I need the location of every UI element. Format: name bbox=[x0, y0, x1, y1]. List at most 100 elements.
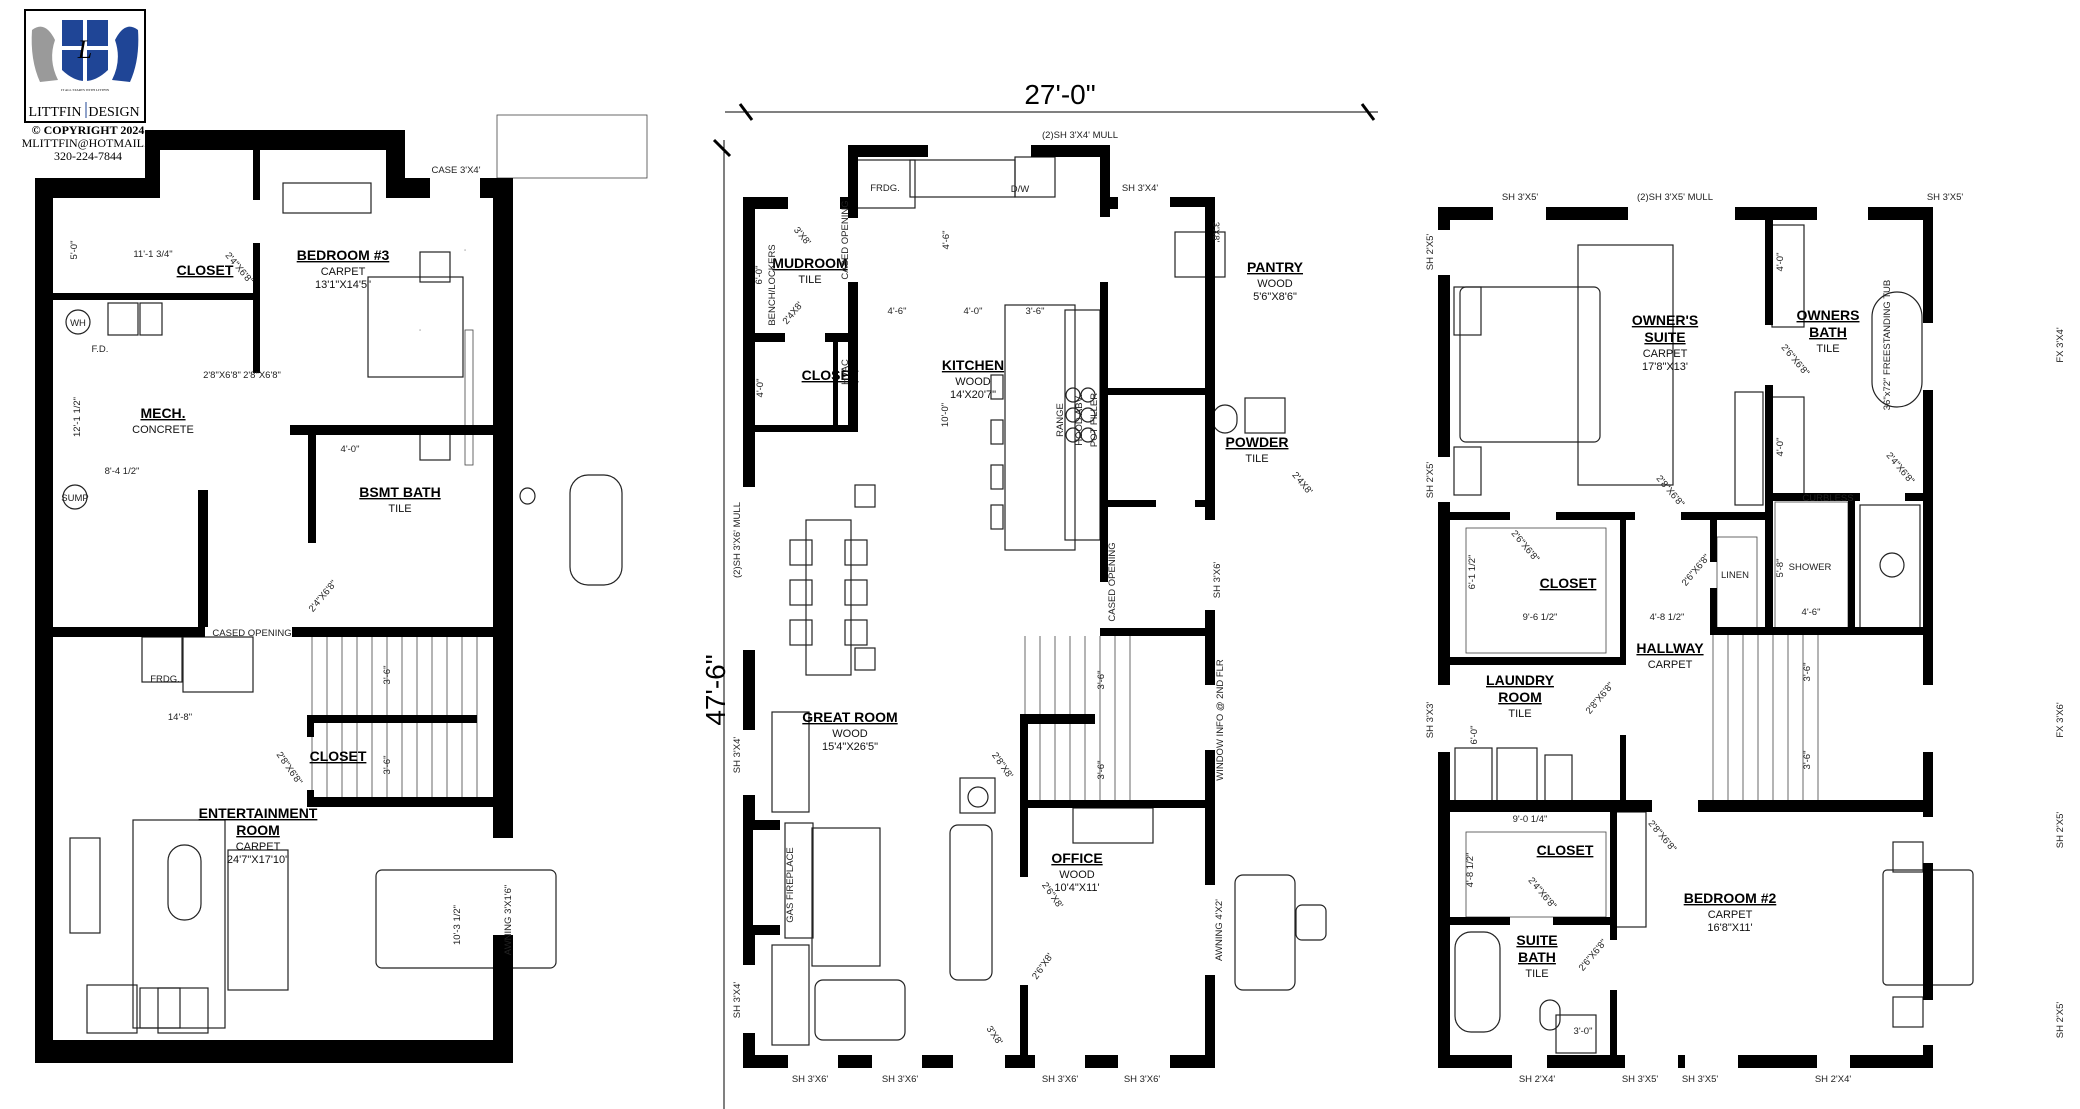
email-text: MLITTFIN@HOTMAIL.COM bbox=[22, 136, 175, 150]
wall bbox=[1438, 1055, 1512, 1068]
wall bbox=[743, 333, 785, 342]
wall bbox=[1923, 752, 1933, 817]
room-name: BEDROOM #3 bbox=[297, 247, 390, 263]
annotation-label: 3'X8' bbox=[1210, 222, 1221, 243]
bar-stool bbox=[990, 464, 1004, 490]
basement-window-well bbox=[496, 114, 648, 179]
room-flooring: CARPET bbox=[1708, 909, 1753, 921]
wall bbox=[1547, 1055, 1625, 1068]
wall bbox=[290, 425, 513, 435]
room-flooring: WOOD bbox=[1059, 869, 1094, 881]
annotation-label: 3'-6" bbox=[382, 666, 393, 685]
room-name: PANTRY bbox=[1247, 259, 1304, 275]
dryer bbox=[1454, 747, 1493, 804]
wall bbox=[1773, 493, 1860, 501]
wall bbox=[307, 715, 314, 737]
wall bbox=[1710, 627, 1933, 635]
nightstand-icon bbox=[1892, 841, 1924, 873]
wall bbox=[1710, 588, 1717, 633]
annotation-label: 2'6"X6'8" bbox=[1680, 552, 1713, 588]
room-flooring: CARPET bbox=[321, 266, 366, 278]
annotation-label: 2'8"X6'8" bbox=[203, 370, 241, 381]
annotation-label: SH 3'X6' bbox=[1042, 1074, 1079, 1085]
blue-lion-icon bbox=[112, 26, 139, 83]
annotation-label: CASED OPENING bbox=[212, 628, 291, 639]
burner-icon bbox=[1080, 387, 1096, 403]
bar-stool bbox=[990, 374, 1004, 400]
annotation-label: (2)SH 3'X4' MULL bbox=[1042, 130, 1118, 141]
annotation-label: 3'-0" bbox=[1574, 1026, 1593, 1037]
annotation-label: 14'-8" bbox=[168, 712, 192, 723]
armchair bbox=[86, 984, 138, 1034]
tv-console bbox=[69, 837, 101, 934]
kitchen-island bbox=[1004, 304, 1076, 551]
wall bbox=[35, 1040, 513, 1063]
annotation-label: 2'4"X6'8" bbox=[307, 578, 340, 614]
annotation-label: D/W bbox=[1011, 184, 1030, 195]
coffee-table bbox=[167, 844, 202, 921]
bench bbox=[1734, 391, 1764, 506]
room-flooring: TILE bbox=[1508, 708, 1531, 720]
room-flooring: CARPET bbox=[236, 841, 281, 853]
owners-rug bbox=[1577, 244, 1674, 486]
pantry-sink bbox=[1174, 231, 1226, 278]
room-size: 13'1"X14'5" bbox=[315, 279, 371, 291]
wall bbox=[1678, 1055, 1685, 1068]
logo-monogram: L bbox=[77, 35, 92, 64]
wall bbox=[1710, 520, 1717, 562]
annotation-label: CURBLESS bbox=[1802, 493, 1853, 504]
annotation-label: 6'-0" bbox=[754, 266, 765, 285]
annotation-label: 3'-6" bbox=[382, 756, 393, 775]
annotation-label: 9'-0 1/4" bbox=[1513, 814, 1548, 825]
built-in-shelf bbox=[771, 711, 810, 813]
wall bbox=[1438, 502, 1450, 685]
annotation-label: SH 2'X4' bbox=[1519, 1074, 1556, 1085]
burner-icon bbox=[1065, 387, 1081, 403]
logo-brand-left: LITTFIN bbox=[29, 105, 82, 120]
suite-tub bbox=[1454, 931, 1501, 1033]
wall bbox=[1438, 512, 1510, 520]
room-name: OFFICE bbox=[1051, 850, 1102, 866]
wall bbox=[1100, 197, 1118, 209]
closet-shelf-2 bbox=[1465, 831, 1607, 918]
annotation-label: SH 3'X5' bbox=[1682, 1074, 1719, 1085]
wall bbox=[1195, 500, 1213, 507]
annotation-label: GAS FIREPLACE bbox=[785, 847, 796, 923]
freestanding-tub bbox=[1871, 291, 1923, 408]
annotation-label: 5'-8" bbox=[1775, 559, 1786, 578]
wall bbox=[1170, 197, 1213, 207]
annotation-label: 4'-8 1/2" bbox=[1465, 853, 1476, 888]
nightstand-icon bbox=[1892, 996, 1924, 1028]
room-name: CLOSET bbox=[802, 367, 859, 383]
wall bbox=[1681, 512, 1773, 520]
wall bbox=[1868, 207, 1933, 220]
bar-stool bbox=[990, 419, 1004, 445]
room-name: KITCHEN bbox=[942, 357, 1004, 373]
wall bbox=[1031, 145, 1110, 157]
wall bbox=[743, 197, 788, 209]
wall bbox=[743, 935, 755, 965]
annotation-label: 3'-6" bbox=[1096, 671, 1107, 690]
annotation-label: 11'-1 3/4" bbox=[133, 249, 172, 260]
room-size: 15'4"X26'5" bbox=[822, 741, 878, 753]
upper-stairs bbox=[1712, 635, 1819, 800]
annotation-label: 2'6"X8' bbox=[1030, 951, 1056, 981]
annotation-label: SH 2'X5' bbox=[2055, 1002, 2066, 1039]
wall bbox=[743, 820, 780, 830]
wall bbox=[1620, 520, 1626, 665]
kitchen-sink bbox=[909, 159, 1016, 198]
wc bbox=[1859, 504, 1921, 634]
tub bbox=[569, 474, 623, 586]
wall bbox=[292, 627, 513, 637]
annotation-label: SH 2'X4' bbox=[1815, 1074, 1852, 1085]
annotation-label: SH 3'X5' bbox=[1502, 192, 1539, 203]
annotation-label: SH 3'X6' bbox=[792, 1074, 829, 1085]
side-table bbox=[139, 987, 181, 1029]
wall bbox=[1020, 985, 1028, 1068]
dining-chair bbox=[844, 579, 868, 606]
room-flooring: TILE bbox=[798, 274, 821, 286]
annotation-label: SH 3'X3' bbox=[1425, 702, 1436, 739]
